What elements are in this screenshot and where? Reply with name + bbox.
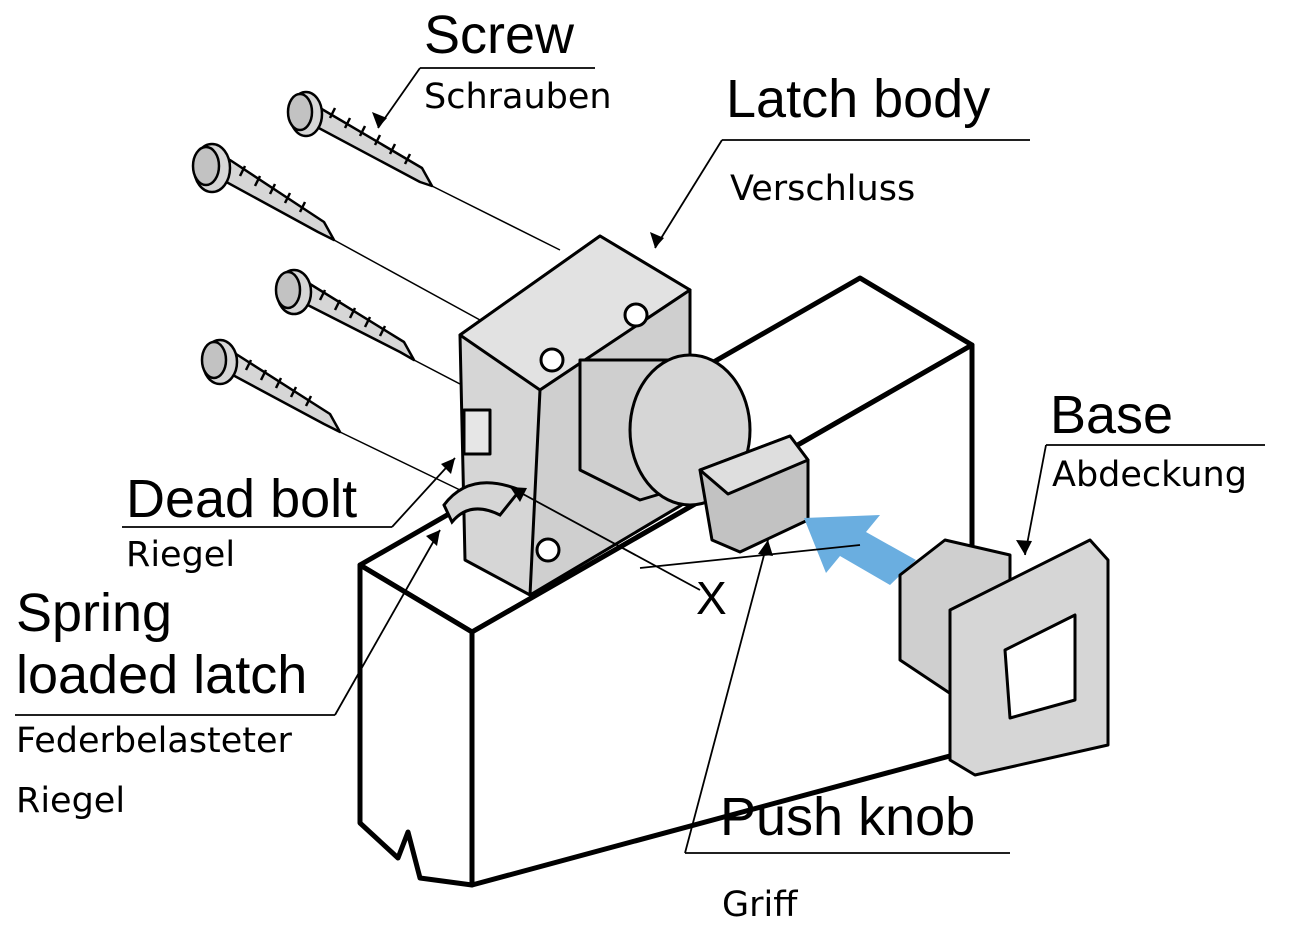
label-dead-bolt-de: Riegel (126, 535, 236, 575)
screw-3 (274, 268, 416, 362)
leader-lines (15, 67, 1265, 854)
label-spring-de-line2: Riegel (16, 781, 126, 821)
base-part (898, 538, 1110, 777)
label-latch-body: Latch body (726, 69, 991, 129)
label-push-knob: Push knob (720, 787, 976, 847)
arrow-right-icon (804, 515, 916, 585)
label-latch-body-de: Verschluss (730, 169, 916, 209)
label-screw-de: Schrauben (424, 77, 612, 117)
label-push-knob-de: Griff (722, 885, 798, 925)
label-base-de: Abdeckung (1052, 455, 1247, 495)
label-base: Base (1050, 385, 1174, 445)
arrowheads (372, 112, 1032, 556)
label-x-mark: X (696, 572, 727, 624)
screw-4 (200, 338, 342, 434)
label-spring-line1: Spring (16, 583, 173, 643)
screw-2 (191, 142, 336, 242)
label-dead-bolt: Dead bolt (126, 469, 358, 529)
screw-1 (286, 90, 434, 188)
screw-group (191, 90, 561, 491)
latch-body (458, 234, 810, 597)
label-screw: Screw (424, 5, 575, 65)
label-spring-de-line1: Federbelasteter (16, 721, 292, 761)
label-spring-line2: loaded latch (16, 645, 308, 705)
